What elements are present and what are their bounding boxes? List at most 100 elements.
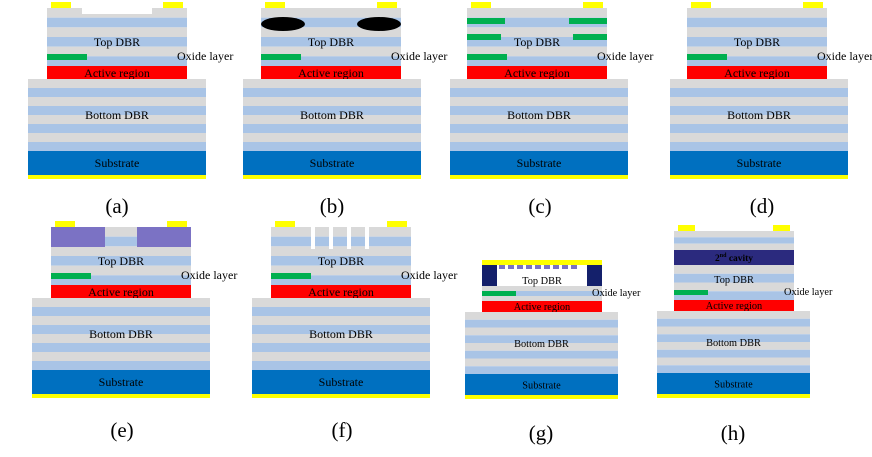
top-dbr-label: Top DBR [714,275,754,286]
top-dbr-layer [261,17,401,28]
bottom-dbr-layer [465,312,618,320]
caption-e: (e) [110,418,133,442]
active-region [51,285,191,298]
bottom-dbr-layer [32,352,210,361]
void-right [357,17,401,31]
top-contact-right [583,2,603,8]
top-contact-right [803,2,823,8]
bottom-dbr-layer [657,365,810,373]
dielectric-block-right [137,227,191,247]
bottom-dbr-label: Bottom DBR [727,108,791,122]
grating-bar [526,265,532,269]
bottom-dbr-layer [32,316,210,325]
oxide-layer-label: Oxide layer [391,49,447,63]
bottom-dbr-layer [465,366,618,374]
top-contact-right [377,2,397,8]
substrate-label: Substrate [714,380,753,391]
bottom-dbr-layer [670,133,848,142]
top-dbr-layer [261,46,401,57]
bottom-contact [28,175,206,179]
bottom-contact [32,394,210,398]
oxide-layer-label: Oxide layer [597,49,653,63]
bottom-dbr-label: Bottom DBR [706,338,761,349]
bottom-contact [670,175,848,179]
top-dbr-label: Top DBR [94,35,140,49]
bottom-dbr-layer [657,334,810,342]
surface-relief [82,8,152,14]
bottom-dbr-layer [252,298,430,307]
bottom-contact [243,175,421,179]
bottom-dbr-layer [243,115,421,124]
bottom-dbr-label: Bottom DBR [309,327,373,341]
caption-d: (d) [750,194,775,218]
top-dbr-layer [47,46,187,57]
grating-bar [499,265,505,269]
upper-dbr-layer [674,243,794,250]
bottom-dbr-layer [450,97,628,106]
support-post-right [587,265,602,286]
bottom-dbr-layer [465,358,618,367]
top-dbr-layer [467,17,607,28]
bottom-dbr-layer [670,124,848,133]
active-region-label: Active region [298,66,364,80]
top-dbr-layer [674,273,794,283]
grating-bar [535,265,541,269]
active-region [674,300,794,311]
top-contact-right [773,225,790,231]
top-dbr-label: Top DBR [522,276,562,287]
top-dbr-layer [47,37,187,47]
bottom-dbr-layer [252,352,430,361]
second-cavity [674,250,794,265]
grating-bar [508,265,514,269]
bottom-dbr-layer [465,335,618,343]
upper-dbr-layer [674,231,794,238]
bottom-dbr-label: Bottom DBR [85,108,149,122]
top-dbr-layer [482,296,602,301]
caption-f: (f) [332,418,353,442]
substrate [28,151,206,175]
substrate [252,370,430,394]
caption-g: (g) [529,421,554,445]
oxide-layer [51,273,91,279]
bottom-dbr-layer [243,97,421,106]
bottom-dbr-layer [670,106,848,115]
bottom-dbr-layer [450,124,628,133]
bottom-dbr-layer [670,88,848,97]
bottom-dbr-label: Bottom DBR [507,108,571,122]
bottom-dbr-layer [450,106,628,115]
top-dbr-layer [467,8,607,18]
active-region-label: Active region [88,285,154,299]
top-dbr-layer [482,291,602,296]
bottom-dbr-layer [252,325,430,334]
bottom-dbr-layer [28,124,206,133]
substrate-label: Substrate [95,156,140,170]
bottom-dbr-layer [252,343,430,352]
oxide-layer [674,290,708,295]
oxide-layer [687,54,727,60]
substrate-label: Substrate [737,156,782,170]
bottom-dbr-layer [32,343,210,352]
oxide-layer-label: Oxide layer [817,49,872,63]
active-region-label: Active region [706,301,762,312]
grating-bar [544,265,550,269]
bottom-dbr-layer [32,298,210,307]
top-dbr-layer [467,27,607,37]
support-post-left [482,265,497,286]
grating-bar [571,265,577,269]
top-dbr-label: Top DBR [98,254,144,268]
bottom-dbr-layer [670,115,848,124]
top-dbr-layer [271,275,411,285]
oxide-layer-label: Oxide layer [592,288,641,299]
oxide-aperture-right [573,34,607,40]
bottom-dbr-layer [670,142,848,151]
top-dbr-layer [687,46,827,57]
oxide-layer [47,54,87,60]
bottom-dbr-layer [243,88,421,97]
substrate [243,151,421,175]
bottom-dbr-label: Bottom DBR [514,339,569,350]
bottom-dbr-layer [670,79,848,88]
